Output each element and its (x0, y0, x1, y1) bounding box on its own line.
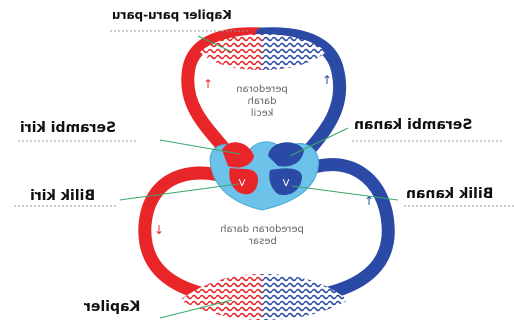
body-capillary-bed (180, 274, 262, 320)
left-ventricle-shape (229, 168, 258, 195)
systemic-caption-line-2: besar (248, 236, 277, 247)
right-ventricle-letter: V (283, 178, 290, 189)
pointer-body-capillary (159, 299, 233, 319)
pointer-lung-capillary (197, 35, 233, 53)
pointer-left-atrium (159, 139, 241, 155)
label-right-atrium: Serambi kanan (354, 117, 473, 133)
right-atrium-shape (268, 142, 304, 167)
pulmonary-caption-line-3: kecil (251, 108, 274, 119)
pulmonary-loop-red (181, 27, 269, 165)
pointer-right-ventricle (291, 185, 399, 201)
left-atrium-shape (222, 142, 254, 168)
right-ventricle-shape (269, 168, 302, 196)
lung-capillary-bed-blue (262, 34, 326, 70)
pulmonary-caption-line-1: peredoran (236, 84, 288, 95)
label-left-ventricle: Bilik kiri (30, 188, 96, 204)
label-right-ventricle: Bilik kanan (406, 186, 494, 202)
label-lung-capillary: Kapiler paru-paru (112, 8, 232, 22)
left-ventricle-letter: V (239, 178, 246, 189)
arrow-up-icon: ↑ (364, 194, 374, 208)
systemic-caption-line-1: peredoran darah (220, 224, 304, 235)
pointer-right-atrium (289, 127, 349, 157)
pulmonary-caption-line-2: darah (247, 96, 276, 107)
arrow-up-icon: ↑ (322, 73, 332, 87)
arrow-up-icon: ↑ (203, 77, 213, 91)
label-body-capillary: Kapiler (84, 299, 141, 315)
pulmonary-loop-blue (255, 27, 347, 167)
label-left-atrium: Serambi kiri (20, 120, 117, 136)
arrow-down-icon: ↓ (154, 223, 164, 237)
body-capillary-bed-blue (262, 274, 348, 320)
pointer-left-ventricle (119, 183, 239, 201)
